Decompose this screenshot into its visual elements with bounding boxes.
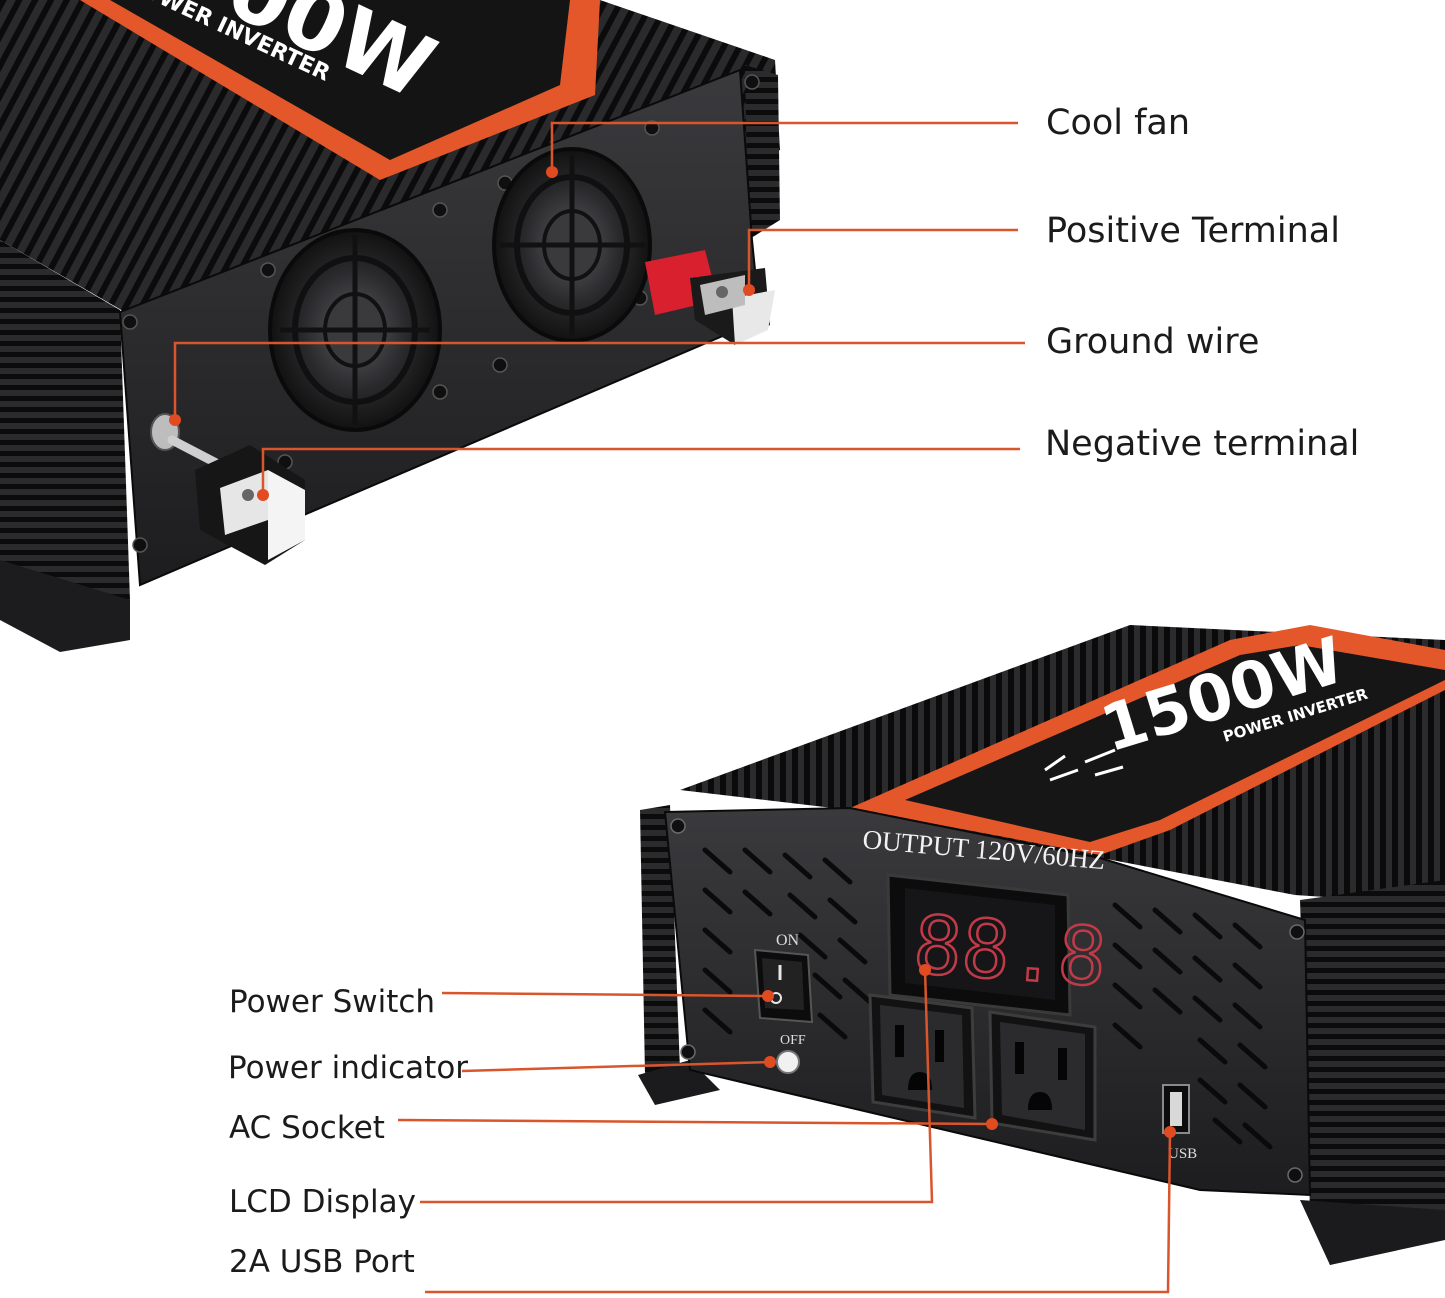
bottom-unit-ac-socket-left (868, 993, 977, 1120)
top-unit-side-fins (745, 65, 780, 240)
usb-label: USB (1168, 1146, 1197, 1162)
top-unit-brand-band (110, 0, 570, 160)
bottom-inverter-unit: 1500W POWER INVERTER OUTPUT 120V/60HZ (638, 624, 1445, 1265)
leader-line-ground-wire (173, 341, 1025, 420)
leader-line-power-indicator (461, 1060, 771, 1073)
leader-line-negative-terminal (261, 447, 1020, 495)
top-inverter-unit: 00W POWER INVERTER (0, 0, 780, 652)
top-unit-positive-terminal (645, 250, 775, 345)
top-unit-negative-terminal (195, 445, 305, 565)
leader-line-ac-socket (397, 1118, 993, 1126)
bottom-unit-side-fins (1300, 880, 1445, 1265)
bottom-unit-lcd-digits: 88.8 (911, 898, 1110, 1004)
callout-ac-socket: AC Socket (229, 1110, 385, 1146)
callout-power-indicator: Power indicator (228, 1050, 469, 1086)
bottom-unit-brand-band (905, 645, 1445, 842)
top-unit-fan-left (268, 228, 442, 432)
bottom-unit-lcd-display: 88.8 (886, 873, 1111, 1017)
bottom-unit-foot-right (1300, 1200, 1445, 1265)
callout-negative-terminal: Negative terminal (1045, 424, 1360, 464)
bottom-unit-logo (1044, 748, 1124, 782)
callout-ground-wire: Ground wire (1046, 322, 1260, 362)
leader-line-power-switch (441, 991, 769, 998)
bottom-unit-vents-left (702, 847, 873, 1040)
switch-on-label: ON (776, 932, 800, 949)
bottom-unit-vents-right (1112, 902, 1273, 1150)
callout-positive-terminal: Positive Terminal (1046, 211, 1340, 251)
top-unit-foot (0, 560, 130, 652)
switch-off-label: OFF (780, 1033, 806, 1048)
bottom-unit-power-indicator (776, 1050, 800, 1074)
top-unit-lower-body (0, 240, 130, 650)
leader-line-positive-terminal (747, 228, 1018, 290)
bottom-unit-ac-socket-right (988, 1010, 1097, 1142)
bottom-unit-usb-port: USB (1162, 1084, 1197, 1162)
leader-line-usb-port (425, 1131, 1172, 1294)
leader-line-lcd-display (420, 969, 934, 1204)
callout-lcd-display: LCD Display (229, 1184, 416, 1220)
callout-power-switch: Power Switch (229, 984, 436, 1020)
callout-cool-fan: Cool fan (1046, 103, 1191, 143)
callout-usb-port: 2A USB Port (229, 1244, 415, 1280)
leader-lines (173, 121, 1172, 1294)
leader-dots (169, 166, 1176, 1138)
top-unit-fan-right (492, 147, 652, 343)
leader-line-cool-fan (550, 121, 1018, 172)
bottom-unit-screws (670, 818, 1305, 1183)
